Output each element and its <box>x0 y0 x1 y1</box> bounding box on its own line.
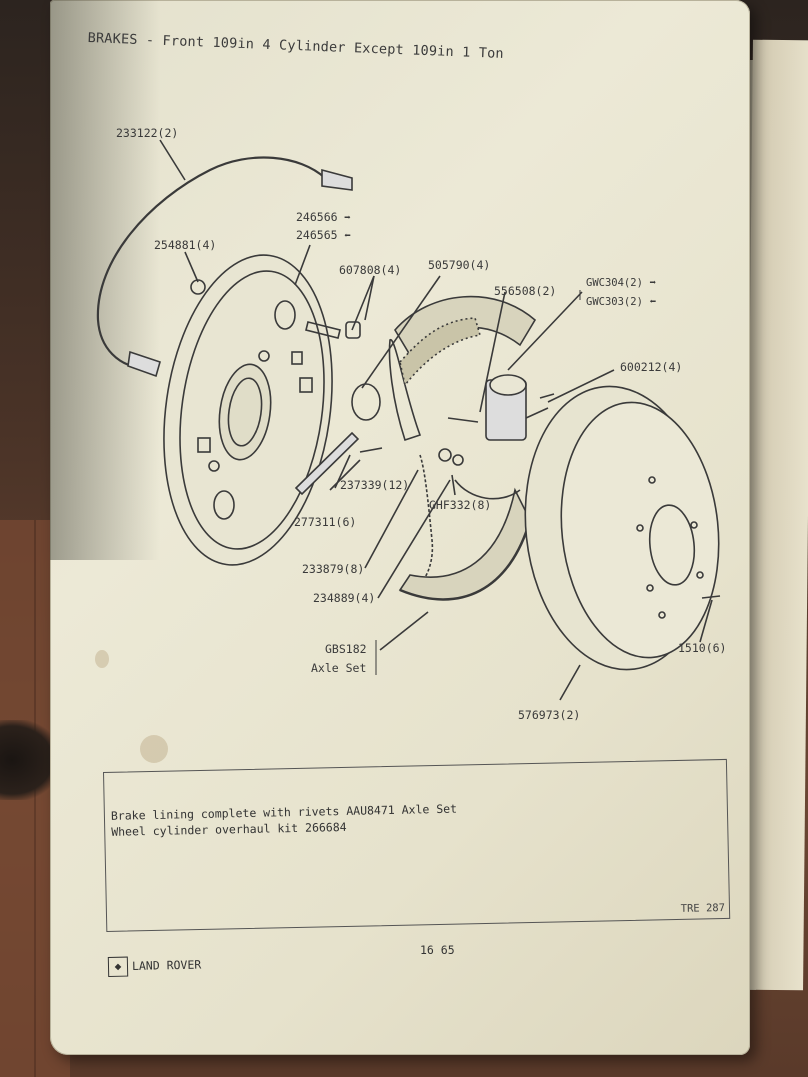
part-label-233122: 233122(2) <box>116 126 179 140</box>
part-label-ghf332: GHF332(8) <box>429 498 492 512</box>
note-wheel-cylinder: Wheel cylinder overhaul kit 266684 <box>111 819 347 839</box>
footer-brand: ◆LAND ROVER <box>107 955 202 977</box>
part-label-254881: 254881(4) <box>154 238 217 252</box>
notes-box: Brake lining complete with rivets AAU847… <box>103 758 731 932</box>
part-label-237339: 237339(12) <box>340 478 410 492</box>
land-rover-logo-icon: ◆ <box>107 956 129 977</box>
part-label-607808: 607808(4) <box>339 263 402 277</box>
part-label-234889: 234889(4) <box>313 591 376 605</box>
part-label-246565: 246565 <box>296 228 351 242</box>
part-label-246566: 246566 <box>296 210 351 224</box>
part-label-gwc304: GWC304(2) <box>586 276 656 289</box>
part-label-axle-set: Axle Set <box>311 661 367 675</box>
page-stain <box>95 650 109 668</box>
part-label-gbs182: GBS182 <box>325 642 367 656</box>
brand-name: LAND ROVER <box>131 957 202 973</box>
part-label-gwc303: GWC303(2) <box>586 295 656 308</box>
page-stain <box>140 735 168 763</box>
part-label-505790: 505790(4) <box>428 258 491 272</box>
note-reference: TRE 287 <box>680 902 726 915</box>
part-label-600212: 600212(4) <box>620 360 683 374</box>
part-label-277311: 277311(6) <box>294 515 357 529</box>
part-label-1510: 1510(6) <box>678 641 727 655</box>
part-label-233879: 233879(8) <box>302 562 365 576</box>
part-label-556508: 556508(2) <box>494 284 557 298</box>
note-brake-lining: Brake lining complete with rivets AAU847… <box>110 801 458 823</box>
page-number: 16 65 <box>420 943 455 957</box>
part-label-576973: 576973(2) <box>518 708 581 722</box>
